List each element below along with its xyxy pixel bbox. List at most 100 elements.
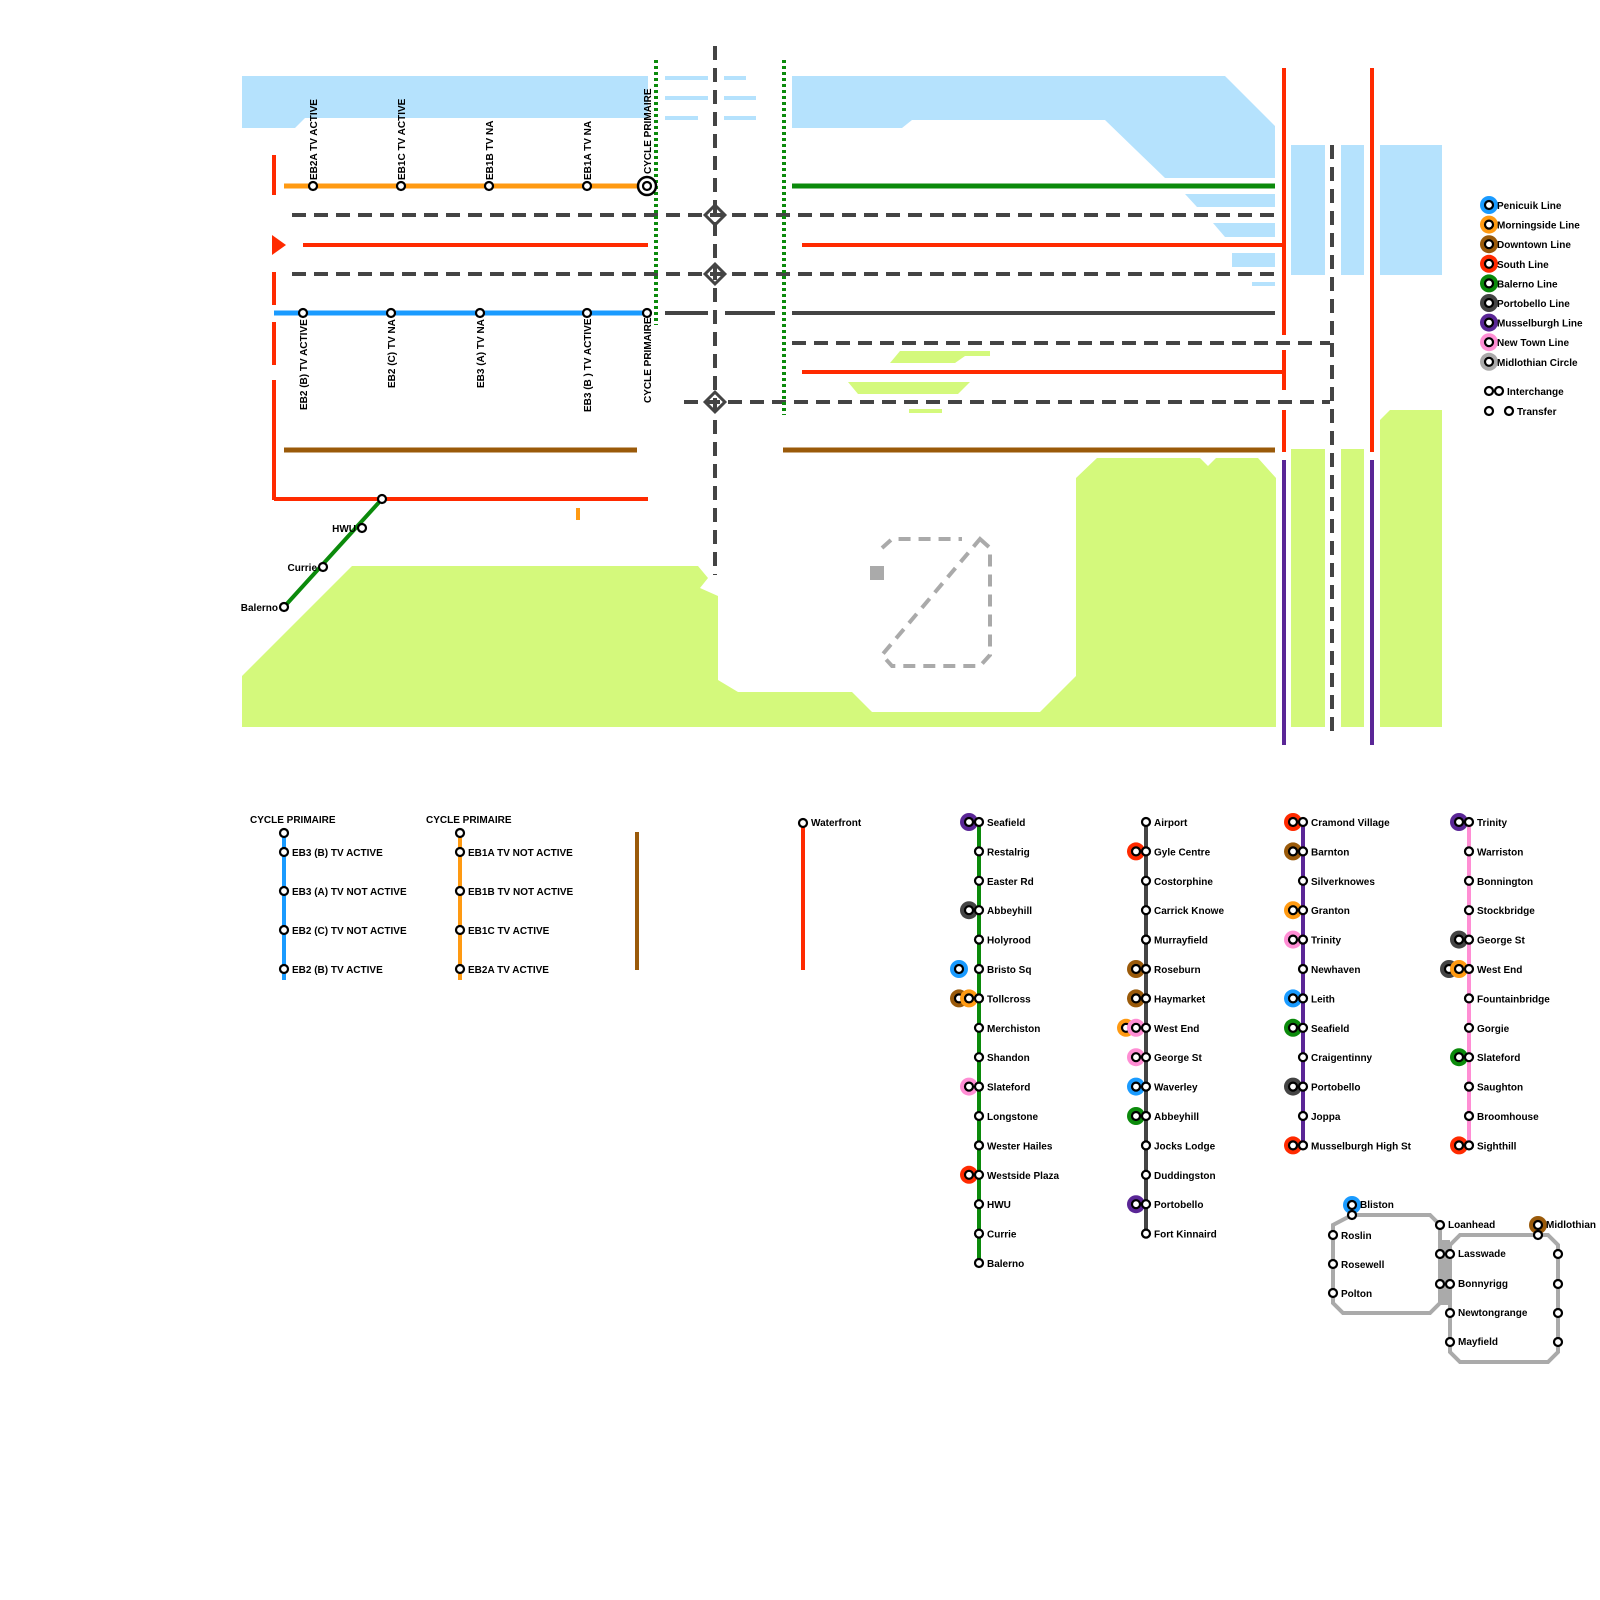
station-marker [1453, 934, 1465, 945]
station-marker [278, 924, 290, 936]
station-marker [1463, 1081, 1475, 1092]
station-label: George St [1477, 936, 1525, 947]
station-label: Trinity [1311, 936, 1341, 947]
station-marker [1130, 1052, 1142, 1063]
legend-label: Midlothian Circle [1497, 358, 1578, 369]
station-marker [1453, 1052, 1465, 1063]
station-marker [581, 307, 593, 319]
station-marker [1483, 356, 1495, 367]
map-station-label: EB3 (A) TV NA [476, 319, 487, 388]
station-marker [1140, 846, 1152, 857]
station-marker [1552, 1278, 1564, 1290]
station-marker [1483, 337, 1495, 348]
map-station-label: Balerno [241, 603, 278, 614]
station-marker [973, 963, 985, 975]
junction-diamond [702, 202, 728, 228]
map-station-label: EB1A TV NA [583, 121, 594, 180]
station-label: Gyle Centre [1154, 847, 1211, 858]
midlothian-loop [1331, 1213, 1442, 1315]
station-marker [641, 307, 653, 319]
midlothian-shared-section [1440, 1240, 1450, 1305]
station-label: Sighthill [1477, 1141, 1517, 1152]
station-label: Mayfield [1458, 1337, 1498, 1348]
station-label: George St [1154, 1053, 1202, 1064]
station-marker [1130, 1110, 1142, 1122]
station-label: Roseburn [1154, 965, 1201, 976]
station-marker [1463, 963, 1475, 975]
land-patch [848, 382, 970, 394]
station-marker [1140, 1199, 1152, 1210]
legend-label: Portobello Line [1497, 299, 1570, 310]
station-marker [454, 885, 466, 897]
station-label: Murrayfield [1154, 936, 1208, 947]
station-label: Bristo Sq [987, 965, 1031, 976]
station-marker [1483, 385, 1495, 397]
map-station-label: EB2A TV ACTIVE [309, 99, 320, 180]
station-marker [1130, 846, 1142, 857]
station-label: Portobello [1311, 1083, 1360, 1094]
station-label: EB2 (C) TV NOT ACTIVE [292, 926, 407, 937]
station-label: Bonnyrigg [1458, 1279, 1508, 1290]
station-marker [1297, 1052, 1309, 1063]
station-label: Slateford [987, 1083, 1030, 1094]
station-marker [1140, 1169, 1152, 1180]
station-label: Slateford [1477, 1053, 1520, 1064]
station-marker [1297, 905, 1309, 916]
station-marker [1287, 816, 1299, 828]
station-label: Waterfront [811, 818, 862, 829]
station-marker [1463, 1110, 1475, 1122]
station-marker [963, 993, 975, 1004]
station-label: Lasswade [1458, 1249, 1506, 1260]
water-block [1380, 145, 1442, 275]
station-marker [973, 1022, 985, 1033]
station-label: Costorphine [1154, 877, 1213, 888]
station-marker [1463, 846, 1475, 857]
station-marker [973, 846, 985, 857]
station-label: Barnton [1311, 847, 1349, 858]
station-marker [1532, 1219, 1544, 1231]
station-marker [973, 875, 985, 886]
station-marker [1463, 875, 1475, 886]
land-south [242, 458, 1276, 727]
station-marker [973, 816, 985, 828]
station-marker [395, 180, 407, 192]
station-marker [1552, 1248, 1564, 1260]
station-label: Saughton [1477, 1083, 1523, 1094]
station-marker [278, 601, 290, 613]
station-marker [1444, 1278, 1456, 1290]
station-label: Rosewell [1341, 1260, 1385, 1271]
station-label: Easter Rd [987, 877, 1034, 888]
station-marker [1346, 1199, 1358, 1211]
station-marker [1297, 1140, 1309, 1151]
station-marker [1503, 405, 1515, 417]
station-label: Warriston [1477, 847, 1523, 858]
station-marker [973, 1140, 985, 1151]
station-marker [1140, 934, 1152, 945]
station-label: Merchiston [987, 1024, 1040, 1035]
station-label: EB1C TV ACTIVE [468, 926, 550, 937]
station-label: Portobello [1154, 1200, 1203, 1211]
station-marker [963, 816, 975, 828]
station-marker [1140, 1052, 1152, 1063]
station-marker [454, 846, 466, 858]
station-marker [1463, 1140, 1475, 1151]
station-marker [278, 885, 290, 897]
station-marker [1453, 1140, 1465, 1151]
station-label: Fountainbridge [1477, 994, 1550, 1005]
station-marker [454, 963, 466, 975]
station-label: Loanhead [1448, 1220, 1495, 1231]
station-label: Fort Kinnaird [1154, 1230, 1217, 1241]
water-block [1291, 145, 1325, 275]
station-label: Roslin [1341, 1231, 1372, 1242]
station-marker [1130, 993, 1142, 1004]
station-marker [973, 1169, 985, 1180]
station-marker [483, 180, 495, 192]
station-marker [1483, 239, 1495, 250]
station-marker [454, 924, 466, 936]
station-label: EB2A TV ACTIVE [468, 965, 549, 976]
station-label: Broomhouse [1477, 1112, 1539, 1123]
junction-diamond [702, 261, 728, 287]
station-marker [963, 905, 975, 916]
